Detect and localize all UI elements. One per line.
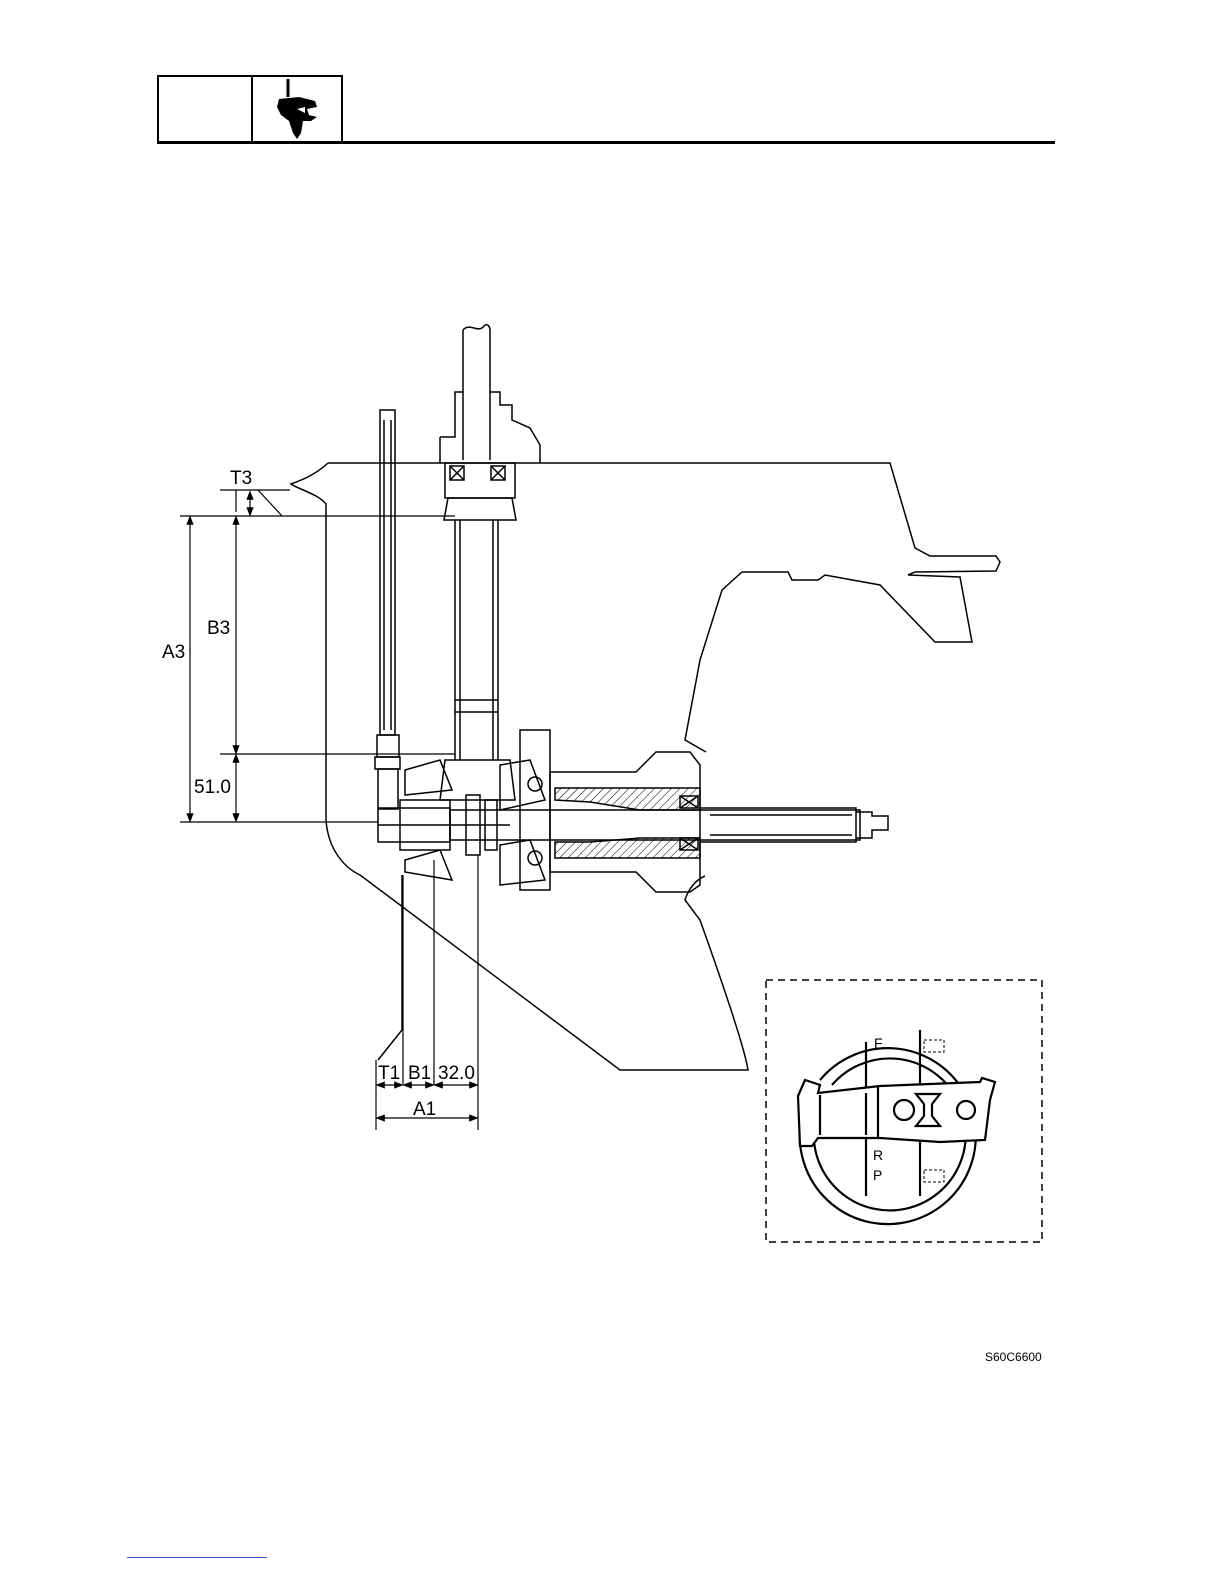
inset-label-p: P (873, 1167, 882, 1183)
label-b3: B3 (207, 618, 230, 639)
dimension-labels: T3 B3 A3 51.0 T1 B1 32.0 A1 (162, 468, 475, 1120)
vertical-dimensions (180, 490, 455, 822)
label-t3: T3 (230, 468, 252, 489)
horizontal-dimensions (376, 855, 478, 1130)
drive-shaft (440, 325, 540, 800)
inset-label-f: F (874, 1035, 883, 1051)
gear-case-outline (291, 463, 1000, 1070)
label-51: 51.0 (194, 777, 231, 798)
figure-code: S60C6600 (985, 1350, 1042, 1364)
footer-link-underline[interactable] (127, 1557, 267, 1558)
label-32: 32.0 (438, 1063, 475, 1084)
shift-cam-inset: F R P (766, 980, 1042, 1242)
inset-label-r: R (873, 1147, 883, 1163)
shift-rod (375, 410, 400, 809)
label-b1: B1 (408, 1063, 431, 1084)
label-t1: T1 (378, 1063, 400, 1084)
label-a1: A1 (413, 1099, 436, 1120)
label-a3: A3 (162, 642, 185, 663)
